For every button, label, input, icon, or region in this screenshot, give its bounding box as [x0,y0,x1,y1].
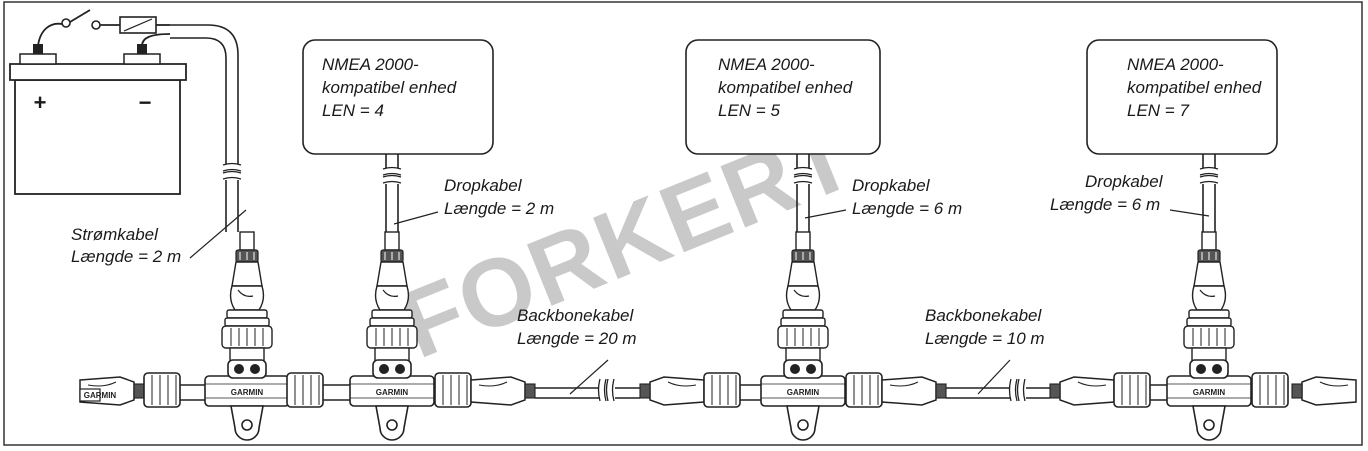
tee-brand-label: GARMIN [1193,388,1226,397]
leader-line [393,211,439,225]
backbone-segment-3 [1026,359,1357,441]
battery-plus-label: + [34,90,47,115]
device-box: NMEA 2000- kompatibel enhed LEN = 5 [685,39,881,155]
tee-brand-label: GARMIN [787,388,820,397]
device-len: LEN = 5 [718,101,780,120]
switch-and-fuse [37,9,171,47]
leader-line [569,359,609,395]
drop-cable-length: Længde = 6 m [852,199,962,218]
terminator-brand-label: GARMIN [84,391,117,400]
backbone-cable-name: Backbonekabel [517,306,634,325]
power-cable-name: Strømkabel [71,225,159,244]
backbone-segment-2 [615,359,1027,441]
device-line1: NMEA 2000- [1127,55,1224,74]
leader-line [804,209,847,219]
device-box: NMEA 2000- kompatibel enhed LEN = 4 [302,39,494,155]
drop-cable-name: Dropkabel [1085,172,1164,191]
backbone-segment-1 [79,359,616,441]
drop-cable-wires [382,154,1219,232]
device-line2: kompatibel enhed [718,78,853,97]
tee-brand-label: GARMIN [376,388,409,397]
battery: + − [9,44,187,195]
backbone-cable-length: Længde = 20 m [517,329,637,348]
device-len: LEN = 4 [322,101,384,120]
backbone-cable-name: Backbonekabel [925,306,1042,325]
device-line2: kompatibel enhed [322,78,457,97]
tee-brand-label: GARMIN [231,388,264,397]
drop-cable-length: Længde = 6 m [1050,195,1160,214]
device-line1: NMEA 2000- [718,55,815,74]
device-len: LEN = 7 [1127,101,1189,120]
backbone-cable-length: Længde = 10 m [925,329,1045,348]
device-box: NMEA 2000- kompatibel enhed LEN = 7 [1086,39,1278,155]
leader-line [1169,209,1210,217]
battery-minus-label: − [139,90,152,115]
device-line2: kompatibel enhed [1127,78,1262,97]
drop-cable-name: Dropkabel [444,176,523,195]
power-cable-length: Længde = 2 m [71,247,181,266]
drop-cable-length: Længde = 2 m [444,199,554,218]
leader-line [977,359,1011,395]
device-line1: NMEA 2000- [322,55,419,74]
power-cable [170,24,247,259]
drop-cable-name: Dropkabel [852,176,931,195]
